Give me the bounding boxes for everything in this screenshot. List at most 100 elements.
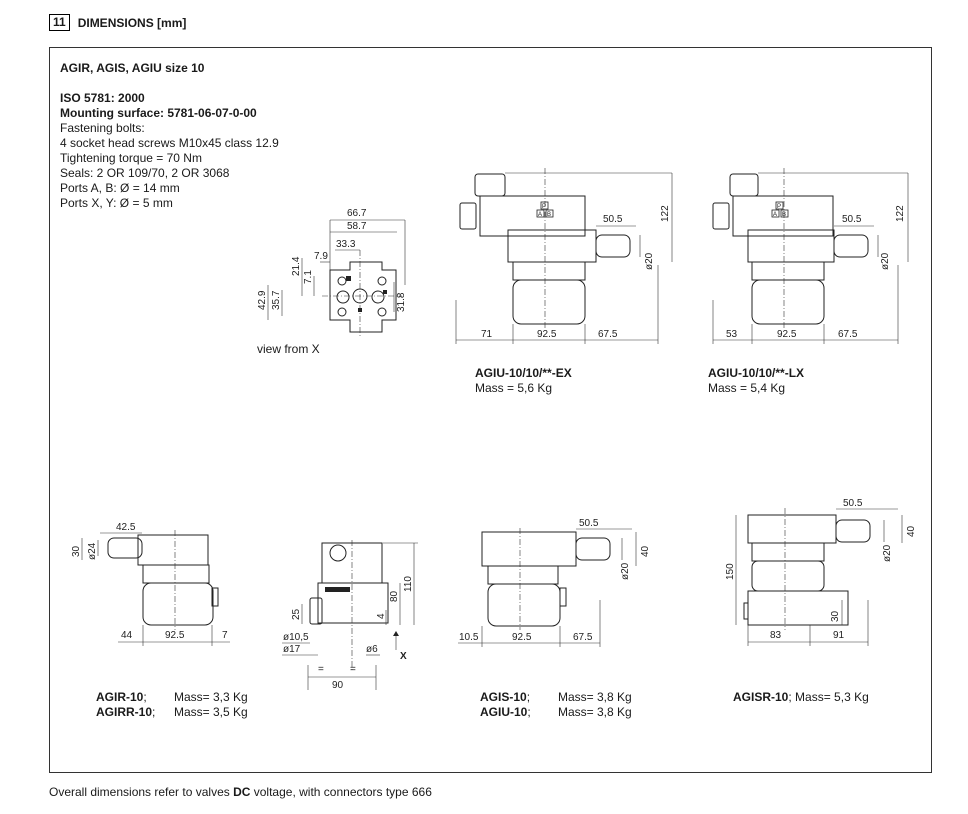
dim-h: 40 [640,545,651,557]
port-label: P [542,204,546,210]
iso-standard: ISO 5781: 2000 [60,91,145,105]
ports-xy-spec: Ports X, Y: Ø = 5 mm [60,196,173,210]
side-view-drawing: 110 80 25 4 ø10,5 ø17 ø6 = = 90 X [282,540,418,691]
footer-bold: DC [233,785,251,799]
view-x-label: X [400,651,407,662]
dim-7-1: 7.1 [303,270,314,284]
port-label: B [782,212,786,218]
model-name: AGIS-10 [480,690,527,704]
dim-21-4: 21.4 [291,256,302,276]
footer-text: voltage, with connectors type 666 [250,785,432,799]
dim-31-8: 31.8 [396,292,407,312]
dim-90: 90 [332,680,344,691]
caption-line: AGIS-10; Mass= 3,8 Kg [480,690,632,705]
dim-diameter: ø20 [882,544,893,562]
caption-line: AGIR-10; Mass= 3,3 Kg [96,690,248,705]
dim-height: 150 [725,563,736,580]
agiu-lx-drawing: A P B 50.5 122 ø20 53 92.5 67.5 [712,168,909,344]
dim-mid: 92.5 [165,630,185,641]
agiu-ex-drawing: A P B 50.5 122 ø20 71 92.5 67.5 [455,168,673,344]
seals-spec: Seals: 2 OR 109/70, 2 OR 3068 [60,166,230,180]
dim-25: 25 [291,608,302,620]
dim-diameter: ø20 [644,252,655,270]
caption-line: AGIRR-10; Mass= 3,5 Kg [96,705,248,720]
dim-42-9: 42.9 [257,290,268,310]
ports-ab-spec: Ports A, B: Ø = 14 mm [60,181,180,195]
dim-h: 40 [906,525,917,537]
model-name: AGIU-10/10/**-LX [708,366,805,380]
agiu-ex-caption: AGIU-10/10/**-EX Mass = 5,6 Kg [475,366,572,396]
dim-mid: 92.5 [777,329,797,340]
separator: ; [152,705,156,719]
mounting-surface: Mounting surface: 5781-06-07-0-00 [60,106,257,120]
dimensions-frame [49,47,932,773]
model-name: AGIU-10 [480,705,528,719]
section-header: 11 DIMENSIONS [mm] [49,14,186,31]
dim-right: 67.5 [838,329,858,340]
dim-4: 4 [376,613,387,619]
page-heading: AGIR, AGIS, AGIU size 10 [60,61,205,75]
dim-left: 53 [726,329,738,340]
dim-left: 71 [481,329,493,340]
port-label: B [547,212,551,218]
bolts-label: Fastening bolts: [60,121,145,135]
view-from-x-caption: view from X [257,342,320,356]
dim-right: 91 [833,630,845,641]
dim-mid: 92.5 [537,329,557,340]
dim-diameter: ø20 [620,562,631,580]
dim-equal: = [350,664,356,675]
footer-text: Overall dimensions refer to valves [49,785,234,799]
model-mass: Mass= 3,5 Kg [174,705,248,719]
dim-right: 67.5 [598,329,618,340]
model-mass: Mass= 3,8 Kg [558,690,632,704]
separator: ; [526,690,531,704]
dim-left: 44 [121,630,133,641]
model-mass: Mass= 5,3 Kg [795,690,869,704]
dim-right: 7 [222,630,228,641]
model-name: AGIR-10 [96,690,144,704]
dim-7-9: 7.9 [314,251,328,262]
dim-d6: ø6 [366,644,378,655]
port-label: A [773,212,777,218]
model-mass: Mass = 5,6 Kg [475,381,553,395]
dim-diameter: ø20 [880,252,891,270]
dim-66-7: 66.7 [347,208,367,219]
dim-stroke: 50.5 [843,498,863,509]
agis-caption: AGIS-10; Mass= 3,8 Kg AGIU-10; Mass= 3,8… [480,690,632,720]
dim-110: 110 [403,576,414,592]
agisr-drawing: 50.5 40 ø20 150 30 83 91 [725,498,917,646]
dim-d17: ø17 [283,644,301,655]
section-number: 11 [49,14,70,31]
agir-caption: AGIR-10; Mass= 3,3 Kg AGIRR-10; Mass= 3,… [96,690,248,720]
bolts-spec: 4 socket head screws M10x45 class 12.9 [60,136,279,150]
agir-drawing: 42.5 30 ø24 44 92.5 7 [71,522,230,646]
dim-mid: 92.5 [512,632,532,643]
dim-top: 42.5 [116,522,136,533]
dim-height: 122 [660,205,671,222]
dim-height: 122 [895,205,906,222]
dim-diameter: ø24 [87,542,98,560]
separator: ; [788,690,792,704]
model-name: AGISR-10 [733,690,789,704]
dim-left: 10.5 [459,632,479,643]
dim-equal: = [318,664,324,675]
agiu-lx-caption: AGIU-10/10/**-LX Mass = 5,4 Kg [708,366,804,396]
dim-80: 80 [389,590,400,602]
mounting-surface-drawing: 66.7 58.7 33.3 7.9 21.4 7.1 42.9 35.7 31… [257,208,407,336]
model-mass: Mass = 5,4 Kg [708,381,786,395]
model-name: AGIRR-10 [96,705,153,719]
model-name: AGIU-10/10/**-EX [475,366,572,380]
spec-block: ISO 5781: 2000 Mounting surface: 5781-06… [60,91,279,211]
dim-58-7: 58.7 [347,221,367,232]
dim-stroke: 50.5 [603,214,623,225]
torque-spec: Tightening torque = 70 Nm [60,151,202,165]
agisr-caption: AGISR-10; Mass= 5,3 Kg [733,690,869,705]
caption-line: AGIU-10; Mass= 3,8 Kg [480,705,632,720]
dim-left: 83 [770,630,782,641]
dim-d10-5: ø10,5 [283,632,309,643]
model-mass: Mass= 3,3 Kg [174,690,248,704]
separator: ; [143,690,147,704]
footer-note: Overall dimensions refer to valves DC vo… [49,785,432,799]
separator: ; [527,705,531,719]
